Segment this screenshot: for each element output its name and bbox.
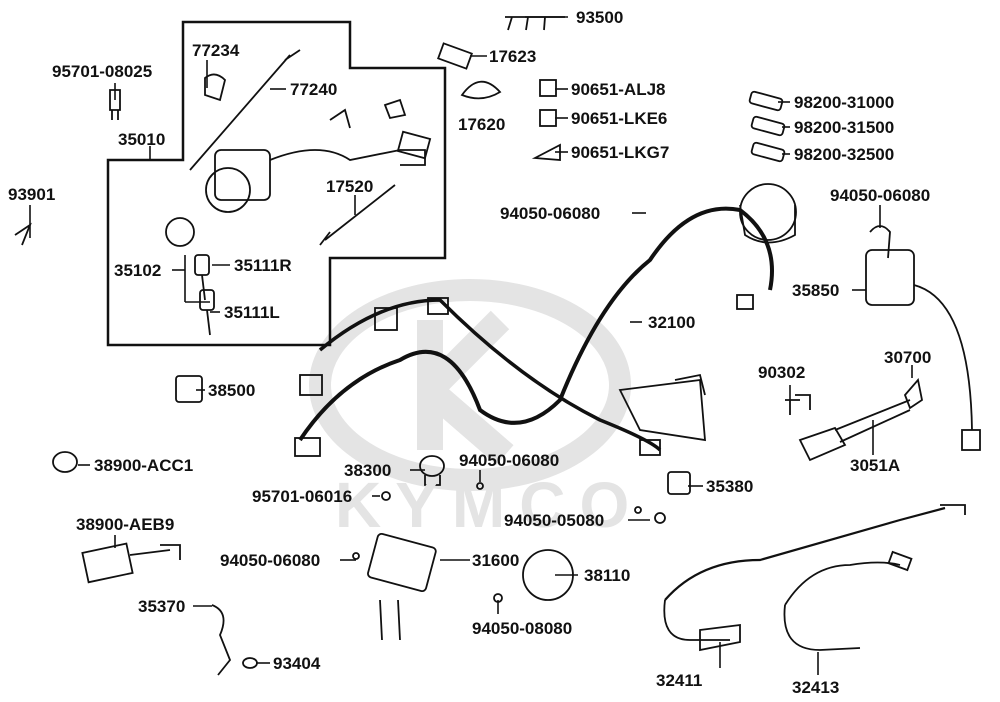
part-label-17623[interactable]: 17623 [489, 47, 537, 66]
part-label-94050-06080-c[interactable]: 94050-06080 [459, 451, 560, 470]
part-label-93404[interactable]: 93404 [273, 654, 321, 673]
part-label-98200-31000[interactable]: 98200-31000 [794, 93, 895, 112]
part-label-94050-06080-a[interactable]: 94050-06080 [500, 204, 601, 223]
part-label-77240[interactable]: 77240 [290, 80, 338, 99]
part-label-90302[interactable]: 90302 [758, 363, 806, 382]
part-label-90651-lkg7[interactable]: 90651-LKG7 [571, 143, 670, 162]
part-label-90651-lke6[interactable]: 90651-LKE6 [571, 109, 668, 128]
kymco-watermark-logo [309, 279, 631, 491]
part-label-35111l[interactable]: 35111L [224, 303, 280, 322]
part-label-94050-08080[interactable]: 94050-08080 [472, 619, 573, 638]
part-label-38300[interactable]: 38300 [344, 461, 392, 480]
part-label-38900-aeb9[interactable]: 38900-AEB9 [76, 515, 175, 534]
part-label-94050-05080[interactable]: 94050-05080 [504, 511, 605, 530]
component-sketches [14, 16, 981, 676]
part-label-38900-acc1[interactable]: 38900-ACC1 [94, 456, 194, 475]
part-label-3051a[interactable]: 3051A [850, 456, 901, 475]
part-label-93500[interactable]: 93500 [576, 8, 624, 27]
part-label-38110[interactable]: 38110 [584, 566, 631, 585]
part-label-38500[interactable]: 38500 [208, 381, 256, 400]
part-label-93901[interactable]: 93901 [8, 185, 56, 204]
part-label-94050-06080-b[interactable]: 94050-06080 [830, 186, 931, 205]
part-label-17620[interactable]: 17620 [458, 115, 506, 134]
part-label-35370[interactable]: 35370 [138, 597, 186, 616]
part-label-35102[interactable]: 35102 [114, 261, 162, 280]
part-label-30700[interactable]: 30700 [884, 348, 932, 367]
part-label-35380[interactable]: 35380 [706, 477, 754, 496]
part-label-95701-06016[interactable]: 95701-06016 [252, 487, 353, 506]
ignition-group-box [106, 20, 447, 347]
part-label-98200-31500[interactable]: 98200-31500 [794, 118, 895, 137]
part-label-32413[interactable]: 32413 [792, 678, 840, 697]
part-label-35010[interactable]: 35010 [118, 130, 166, 149]
part-label-31600[interactable]: 31600 [472, 551, 520, 570]
part-label-32411[interactable]: 32411 [656, 671, 703, 690]
part-label-32100[interactable]: 32100 [648, 313, 696, 332]
part-label-90651-alj8[interactable]: 90651-ALJ8 [571, 80, 666, 99]
part-label-17520[interactable]: 17520 [326, 177, 374, 196]
part-label-35850[interactable]: 35850 [792, 281, 840, 300]
watermark-text: KYMCO [335, 469, 644, 541]
leader-lines [29, 16, 913, 675]
part-label-95701-08025[interactable]: 95701-08025 [52, 62, 153, 81]
part-label-94050-06080-d[interactable]: 94050-06080 [220, 551, 321, 570]
part-label-77234[interactable]: 77234 [192, 41, 240, 60]
part-label-98200-32500[interactable]: 98200-32500 [794, 145, 895, 164]
part-label-35111r[interactable]: 35111R [234, 256, 292, 275]
